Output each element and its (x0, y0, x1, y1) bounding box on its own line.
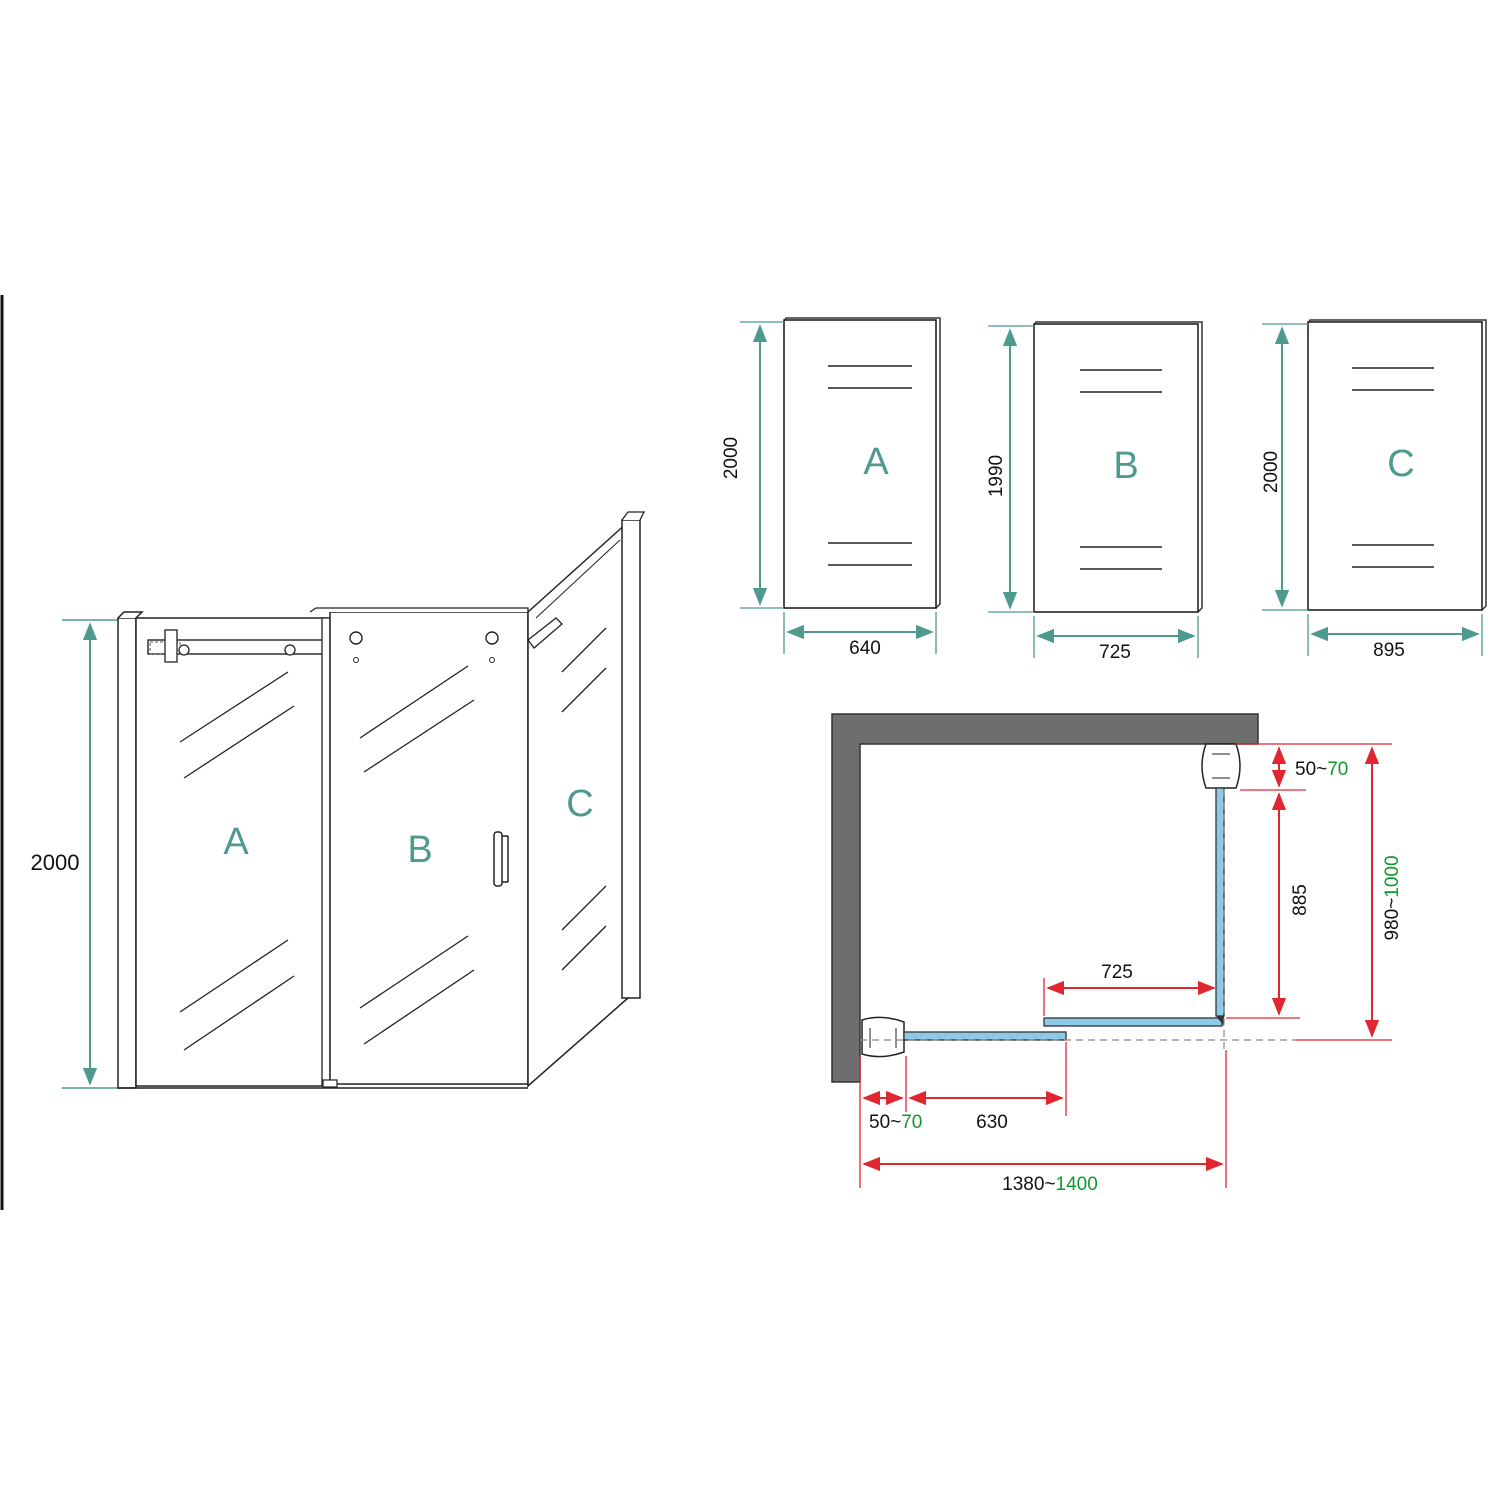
panel-c-label: C (566, 783, 593, 825)
door-handle (493, 831, 503, 887)
roller-wheel (485, 631, 499, 645)
panel-b-id: B (1113, 445, 1138, 487)
roller-wheel (349, 631, 363, 645)
panel-c-height: 2000 (1261, 451, 1282, 493)
panel-b-label: B (407, 829, 432, 871)
floor-plan: 50~70 885 980~1000 725 50~70 630 1380~14… (831, 713, 1403, 1195)
wall-bracket-left (861, 1016, 905, 1058)
front-fixed-label: 630 (976, 1112, 1008, 1133)
panel-a-height: 2000 (721, 437, 742, 479)
door-overlap-label: 725 (1101, 962, 1133, 983)
panel-c-width: 895 (1373, 640, 1405, 661)
panel-a-label: A (223, 821, 249, 863)
panel-b-width: 725 (1099, 642, 1131, 663)
wall-corner (831, 713, 1259, 1083)
panel-a-elevation: A 2000 640 (721, 317, 941, 659)
side-total-label: 980~1000 (1382, 855, 1403, 940)
panel-a-id: A (863, 441, 889, 483)
panel-c-id: C (1387, 443, 1414, 485)
front-fixed-glass (903, 1031, 1067, 1041)
sliding-door-glass (1043, 1017, 1223, 1027)
wall-profile-right (621, 519, 641, 999)
height-label: 2000 (31, 850, 80, 875)
wall-bracket-right (1201, 743, 1241, 789)
panel-b-height: 1990 (986, 455, 1007, 497)
perspective-view: 2000 A B (31, 511, 646, 1089)
side-fixed-glass (1215, 787, 1225, 1017)
panel-b-elevation: B 1990 725 (986, 321, 1203, 663)
front-total-label: 1380~1400 (1002, 1174, 1098, 1195)
top-gap-label: 50~70 (1295, 759, 1348, 780)
panel-c-elevation: C 2000 895 (1261, 319, 1487, 661)
side-fixed-label: 885 (1290, 884, 1311, 916)
panel-a-glass (135, 617, 329, 1087)
wall-profile-left (117, 617, 137, 1089)
panel-a-width: 640 (849, 638, 881, 659)
left-gap-label: 50~70 (869, 1112, 922, 1133)
support-bar (527, 617, 563, 649)
